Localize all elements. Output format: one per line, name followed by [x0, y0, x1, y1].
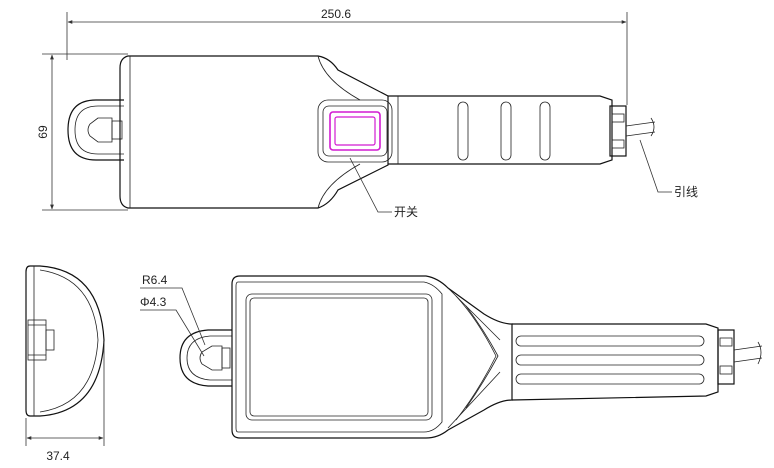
side-profile-inner	[39, 269, 99, 413]
bottom-loop-clip	[221, 347, 231, 369]
side-switch-knob	[45, 329, 55, 351]
radius-callout-text: R6.4	[142, 273, 168, 287]
hanging-loop-inner	[74, 105, 124, 155]
cable-clip-top	[611, 113, 625, 123]
side-switch-block	[27, 319, 47, 361]
switch-callout-text: 开关	[394, 205, 418, 219]
grip-rib-2	[515, 354, 705, 366]
bottom-lead-wire-2	[733, 357, 763, 363]
transition-contour-inner	[465, 305, 499, 409]
head-contour-top	[317, 55, 361, 101]
lead-wire-callout-leader	[639, 139, 672, 193]
hole-leader	[140, 309, 205, 357]
cable-strain-relief	[609, 105, 627, 157]
lead-wire-1	[625, 121, 656, 127]
bottom-cable-relief	[717, 329, 735, 385]
top-view: 250.6 69 开关	[36, 7, 698, 219]
side-profile-outer	[25, 265, 105, 417]
grip-slot-2	[500, 101, 512, 161]
grip-rib-1	[515, 335, 705, 347]
bottom-body-outline	[231, 275, 513, 439]
switch-frame	[322, 105, 388, 157]
hanging-hole	[87, 117, 113, 143]
grip-slot-1	[457, 101, 469, 161]
transition-edge-top	[447, 287, 501, 341]
bottom-lead-wire-1	[733, 345, 763, 351]
radius-leader	[140, 287, 206, 346]
length-dimension-text: 250.6	[321, 7, 351, 21]
switch-housing	[317, 99, 393, 163]
bottom-panel-recess	[245, 293, 433, 421]
wire-break-mark	[650, 117, 655, 137]
bottom-panel-inner	[249, 297, 429, 417]
bottom-cable-clip-top	[719, 337, 733, 347]
grip-rib-3	[515, 373, 705, 385]
bottom-view: R6.4 Φ4.3	[140, 273, 763, 439]
depth-dimension-text: 37.4	[46, 449, 70, 463]
transition-contour-outer	[455, 295, 497, 421]
bottom-cable-clip-bottom	[719, 365, 733, 375]
switch-button-inner	[334, 116, 376, 146]
lead-wire-callout-text: 引线	[674, 185, 698, 199]
bottom-loop-inner	[186, 335, 232, 381]
transition-edge-bottom	[447, 371, 501, 429]
bottom-panel-frame	[235, 281, 443, 433]
switch-callout-leader	[349, 157, 392, 213]
hole-callout-text: Φ4.3	[140, 295, 167, 309]
bottom-loop-outer	[179, 329, 232, 387]
lead-wire-2	[625, 131, 656, 137]
head-contour-bottom	[317, 163, 361, 209]
cable-clip-bottom	[611, 139, 625, 149]
hanging-loop-outer	[67, 99, 124, 161]
height-dimension-text: 69	[36, 125, 50, 139]
grip-slot-3	[539, 101, 551, 161]
handle-outline	[388, 95, 613, 165]
bottom-wire-break-mark	[757, 341, 762, 365]
switch-button	[329, 111, 381, 151]
head-body-outline	[119, 55, 389, 209]
loop-clip	[111, 120, 123, 140]
bottom-hanging-hole	[199, 345, 223, 371]
bottom-handle-outline	[511, 323, 719, 401]
side-view: 37.4	[25, 265, 105, 463]
